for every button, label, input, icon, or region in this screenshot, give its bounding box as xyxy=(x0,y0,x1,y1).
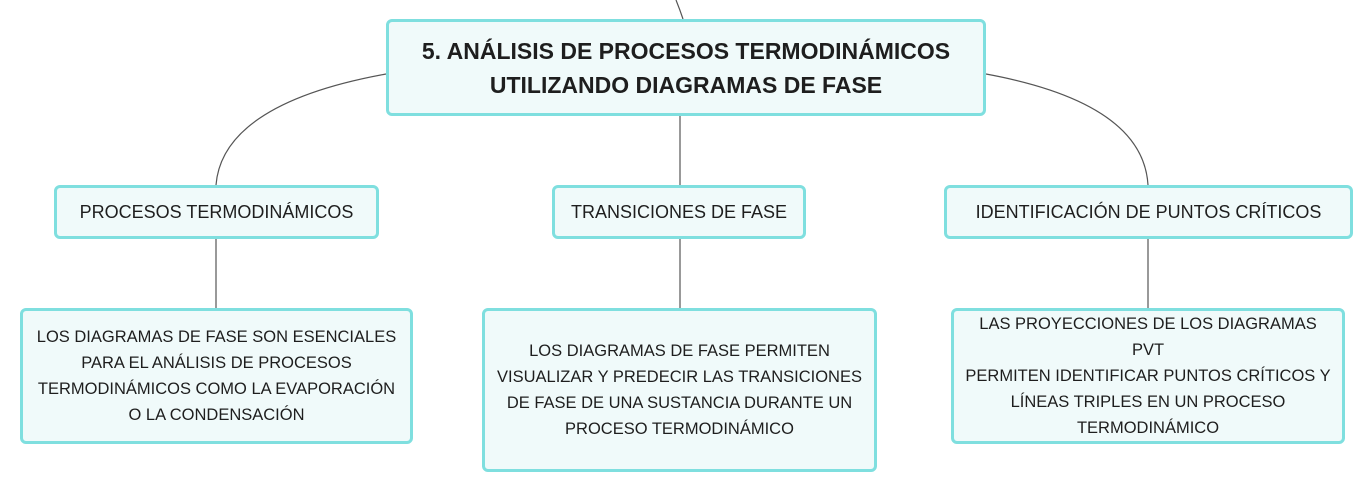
root-title-line-1: 5. ANÁLISIS DE PROCESOS TERMODINÁMICOS xyxy=(421,37,951,64)
description-line: LÍNEAS TRIPLES EN UN PROCESO xyxy=(1010,393,1286,411)
description-line: LOS DIAGRAMAS DE FASE SON ESENCIALES xyxy=(36,328,397,346)
topic-label: PROCESOS TERMODINÁMICOS xyxy=(79,201,354,222)
connector-root-to-topic-3 xyxy=(985,73,1149,186)
description-node-transiciones-de-fase[interactable]: LOS DIAGRAMAS DE FASE PERMITEN VISUALIZA… xyxy=(482,308,877,472)
description-line: PARA EL ANÁLISIS DE PROCESOS xyxy=(81,354,352,372)
root-topic-node[interactable]: 5. ANÁLISIS DE PROCESOS TERMODINÁMICOS U… xyxy=(386,19,986,116)
description-line: O LA CONDENSACIÓN xyxy=(128,406,305,424)
description-text: LAS PROYECCIONES DE LOS DIAGRAMAS PVT PE… xyxy=(964,311,1332,441)
description-line: LOS DIAGRAMAS DE FASE PERMITEN xyxy=(529,342,830,360)
root-title-line-2: UTILIZANDO DIAGRAMAS DE FASE xyxy=(489,71,883,98)
description-text: LOS DIAGRAMAS DE FASE PERMITEN VISUALIZA… xyxy=(497,338,862,442)
topic-label: TRANSICIONES DE FASE xyxy=(570,201,788,222)
description-line: LAS PROYECCIONES DE LOS DIAGRAMAS PVT xyxy=(979,315,1317,359)
description-line: PERMITEN IDENTIFICAR PUNTOS CRÍTICOS Y xyxy=(965,367,1331,385)
topic-node-transiciones-de-fase[interactable]: TRANSICIONES DE FASE xyxy=(552,185,806,239)
root-topic-title: 5. ANÁLISIS DE PROCESOS TERMODINÁMICOS U… xyxy=(422,34,950,102)
topic-node-identificacion-puntos-criticos[interactable]: IDENTIFICACIÓN DE PUNTOS CRÍTICOS xyxy=(944,185,1353,239)
description-line: PROCESO TERMODINÁMICO xyxy=(565,420,794,438)
connector-from-parent xyxy=(675,0,684,20)
topic-node-procesos-termodinamicos[interactable]: PROCESOS TERMODINÁMICOS xyxy=(54,185,379,239)
description-line: TERMODINÁMICOS COMO LA EVAPORACIÓN xyxy=(37,380,396,398)
description-line: VISUALIZAR Y PREDECIR LAS TRANSICIONES xyxy=(497,368,862,386)
description-node-procesos-termodinamicos[interactable]: LOS DIAGRAMAS DE FASE SON ESENCIALES PAR… xyxy=(20,308,413,444)
description-line: DE FASE DE UNA SUSTANCIA DURANTE UN xyxy=(506,394,853,412)
description-node-identificacion-puntos-criticos[interactable]: LAS PROYECCIONES DE LOS DIAGRAMAS PVT PE… xyxy=(951,308,1345,444)
topic-label: IDENTIFICACIÓN DE PUNTOS CRÍTICOS xyxy=(975,201,1322,222)
connector-root-to-topic-1 xyxy=(215,73,387,186)
description-text: LOS DIAGRAMAS DE FASE SON ESENCIALES PAR… xyxy=(37,324,396,428)
description-line: TERMODINÁMICO xyxy=(1076,419,1220,437)
